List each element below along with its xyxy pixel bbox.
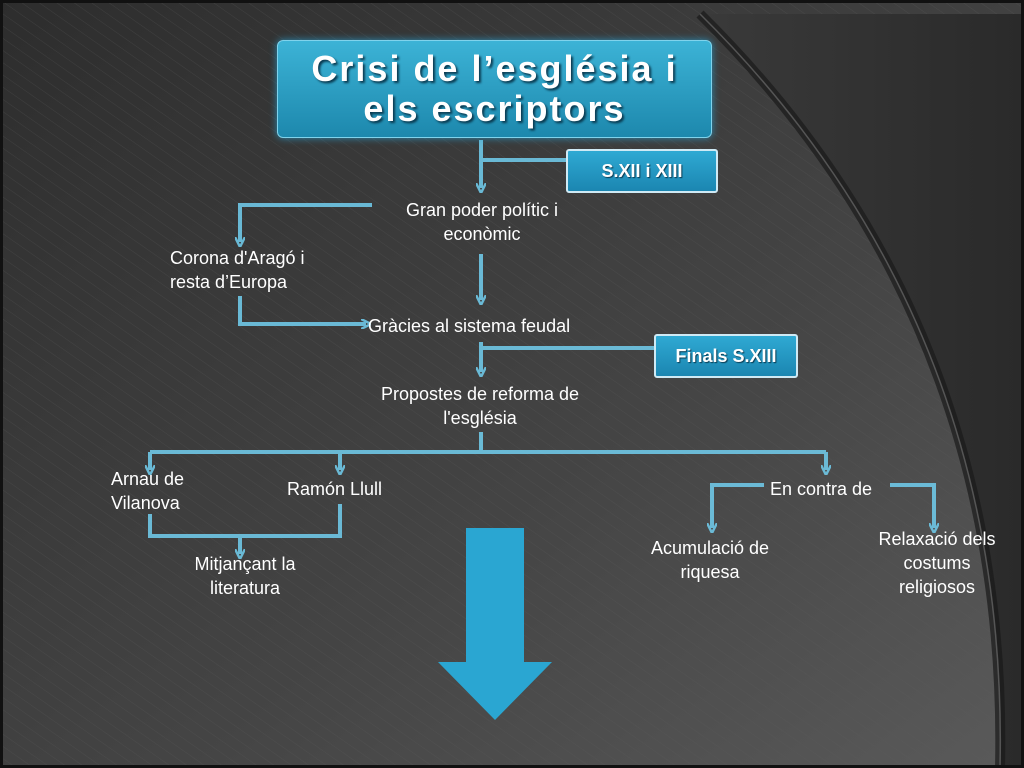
node-reform-line-2: l'església — [443, 408, 517, 428]
node-wealth-line-1: Acumulació de — [650, 538, 770, 558]
node-corona-line-1: Corona d'Aragó i — [170, 248, 305, 268]
node-power-line-2: econòmic — [443, 224, 521, 244]
title-line-2: els escriptors — [363, 88, 626, 129]
big-down-arrow — [438, 528, 552, 720]
node-relax-line-1: Relaxació dels — [878, 529, 996, 549]
node-wealth-line-2: riquesa — [680, 562, 740, 582]
node-feudal: Gràcies al sistema feudal — [368, 316, 571, 336]
connector-power-to-corona — [240, 203, 372, 242]
node-ramon: Ramón Llull — [287, 479, 383, 499]
connector-authors-joined — [148, 504, 342, 538]
node-relax-line-2: costums — [903, 553, 971, 573]
node-literature-line-1: Mitjançant la — [194, 554, 296, 574]
node-power-line-1: Gran poder polític i — [405, 200, 559, 220]
title-line-1: Crisi de l’església i — [311, 48, 678, 89]
node-against: En contra de — [770, 479, 873, 499]
right-panel-shape — [700, 14, 1024, 768]
node-wealth: Acumulació de riquesa — [632, 536, 788, 584]
century-tag: S.XII i XIII — [566, 149, 718, 193]
node-relax: Relaxació dels costums religiosos — [866, 527, 1008, 599]
node-power: Gran poder polític i econòmic — [376, 198, 588, 246]
node-arnau-line-2: Vilanova — [111, 493, 180, 513]
connector-to-wealth — [712, 483, 764, 528]
node-literature-line-2: literatura — [209, 578, 281, 598]
connector-to-relax — [890, 483, 934, 528]
node-reform: Propostes de reforma de l'església — [358, 382, 602, 430]
node-reform-line-1: Propostes de reforma de — [380, 384, 580, 404]
node-arnau-line-1: Arnau de — [111, 469, 185, 489]
node-relax-line-3: religiosos — [898, 577, 976, 597]
title-box: Crisi de l’església i els escriptors — [277, 40, 712, 138]
node-arnau: Arnau de Vilanova — [111, 467, 221, 515]
node-corona-line-2: resta d’Europa — [170, 272, 288, 292]
connectors — [150, 140, 934, 554]
late-century-tag: Finals S.XIII — [654, 334, 798, 378]
node-corona: Corona d'Aragó i resta d’Europa — [170, 246, 350, 294]
connector-corona-to-feudal — [238, 296, 366, 324]
node-literature: Mitjançant la literatura — [170, 552, 320, 600]
